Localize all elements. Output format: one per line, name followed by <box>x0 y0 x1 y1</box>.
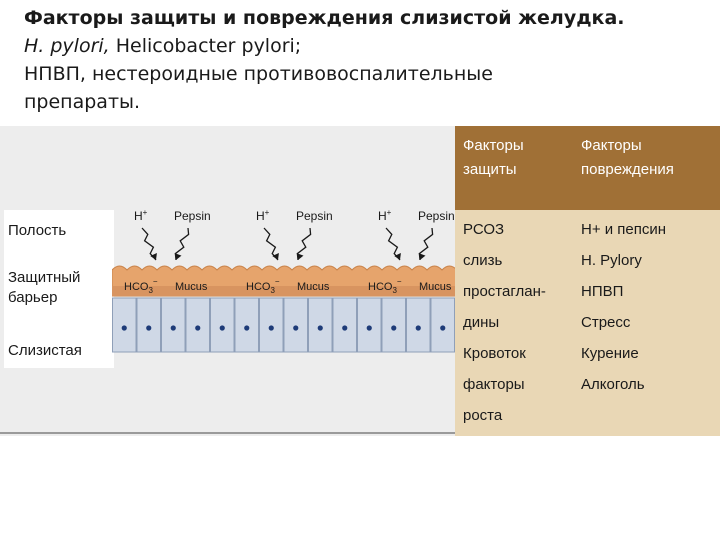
arrow-head <box>174 253 182 260</box>
mucus-lower-band <box>112 286 457 296</box>
header-damage: Факторы повреждения <box>581 137 674 178</box>
epithelial-cell <box>332 297 357 353</box>
cell-nucleus <box>317 325 323 331</box>
arrows-layer <box>141 227 434 261</box>
epithelial-cell <box>259 297 284 353</box>
epithelial-cell <box>283 297 308 353</box>
panel-bottom-line <box>0 432 460 434</box>
cell-nucleus <box>391 325 397 331</box>
epithelial-cell <box>234 297 259 353</box>
title-italic: H. pylori, <box>24 35 110 57</box>
cell-nucleus <box>121 325 127 331</box>
label-cavity: Полость <box>8 222 67 239</box>
arrow-head <box>418 253 426 260</box>
zigzag-arrow <box>263 227 279 261</box>
cell-nucleus <box>366 325 372 331</box>
damage-item: Стресс <box>581 314 631 331</box>
pepsin-label: Pepsin <box>296 209 333 223</box>
epithelial-cell <box>185 297 210 353</box>
protection-item: Кровоток <box>463 345 526 362</box>
zigzag-arrow <box>141 227 157 261</box>
epithelial-cell <box>210 297 235 353</box>
cell-nucleus <box>268 325 274 331</box>
title-line-2: H. pylori, Helicobacter pylori; <box>24 32 714 60</box>
table-header: Факторы защиты Факторы повреждения <box>455 126 720 210</box>
arrow-head <box>296 253 304 260</box>
h-plus-label: H+ <box>256 208 270 223</box>
top-labels-layer: H+ Pepsin H+ Pepsin H+ Pepsin <box>134 208 455 223</box>
protection-item: простаглан- <box>463 283 546 300</box>
arrow-head <box>394 253 401 260</box>
cell-nucleus <box>146 325 152 331</box>
cell-nucleus <box>342 325 348 331</box>
label-mucosa: Слизистая <box>8 342 82 359</box>
pepsin-label: Pepsin <box>174 209 211 223</box>
title-line-4: препараты. <box>24 91 141 113</box>
cell-nucleus <box>415 325 421 331</box>
pepsin-label: Pepsin <box>418 209 455 223</box>
cell-nucleus <box>293 325 299 331</box>
damage-item: Курение <box>581 345 639 362</box>
damage-item: НПВП <box>581 283 624 300</box>
arrow-head <box>272 253 279 260</box>
zigzag-arrow <box>385 227 401 261</box>
epithelial-cell <box>430 297 455 353</box>
mucus-label: Mucus <box>419 281 452 293</box>
epithelial-cell <box>381 297 406 353</box>
cell-nucleus <box>219 325 225 331</box>
cell-nucleus <box>440 325 446 331</box>
epithelial-cell <box>112 297 137 353</box>
title-line-2-rest: Helicobacter pylori; <box>109 35 302 57</box>
epithelial-cell <box>136 297 161 353</box>
damage-item: Н+ и пепсин <box>581 221 667 238</box>
epithelial-cell <box>406 297 431 353</box>
epithelial-cell <box>308 297 333 353</box>
protection-item: слизь <box>463 252 503 269</box>
protection-item: РСОЗ <box>463 221 505 238</box>
epithelial-cell <box>161 297 186 353</box>
title-line-3: НПВП, нестероидные противовоспалительные <box>24 63 493 85</box>
cell-nucleus <box>170 325 176 331</box>
page-title: Факторы защиты и повреждения слизистой ж… <box>24 7 625 29</box>
title-block: Факторы защиты и повреждения слизистой ж… <box>24 4 714 116</box>
cell-nucleus <box>244 325 250 331</box>
mucus-label: Mucus <box>175 281 208 293</box>
h-plus-label: H+ <box>378 208 392 223</box>
protection-item: дины <box>463 314 500 331</box>
epithelial-cells-layer <box>112 297 455 353</box>
header-protection: Факторы защиты <box>463 137 524 178</box>
label-barrier: Защитный барьер <box>8 269 81 306</box>
arrow-head <box>150 253 157 260</box>
epithelial-cell <box>357 297 382 353</box>
protection-item: факторы <box>463 376 525 393</box>
protection-item: роста <box>463 407 503 424</box>
side-labels: Полость Защитный барьер Слизистая <box>4 210 114 368</box>
mucus-label: Mucus <box>297 281 330 293</box>
h-plus-label: H+ <box>134 208 148 223</box>
damage-item: H. Pylory <box>581 252 642 269</box>
damage-item: Алкоголь <box>581 376 645 393</box>
cell-nucleus <box>195 325 201 331</box>
